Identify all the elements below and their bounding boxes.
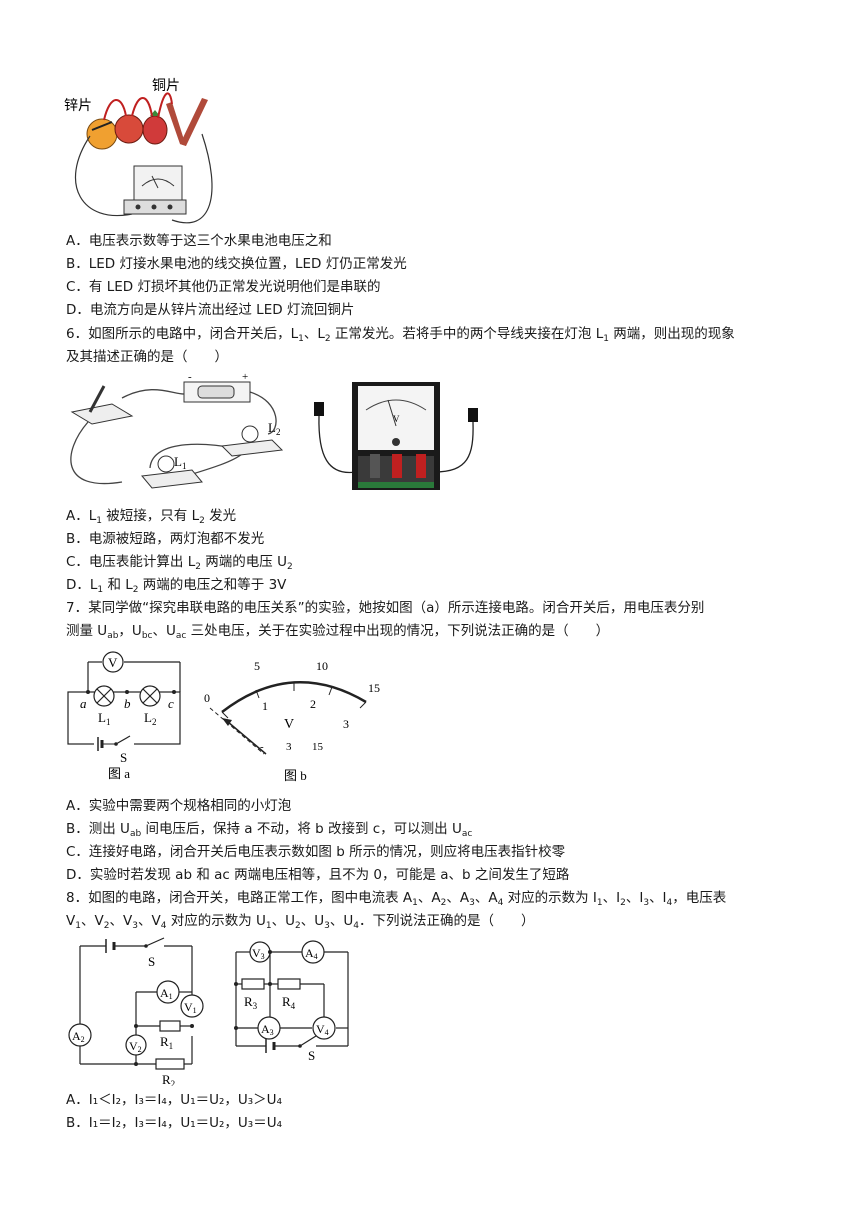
fig-a-l1-label: L1	[98, 710, 110, 727]
scale-bottom-3: 3	[343, 717, 349, 731]
fig-a-point-c: c	[168, 696, 174, 711]
q7-option-c: C．连接好电路，闭合开关后电压表示数如图 b 所示的情况，则应将电压表指针校零	[66, 844, 566, 860]
fig-b-caption: 图 b	[284, 768, 307, 783]
q7-option-d: D．实验时若发现 ab 和 ac 两端电压相等，且不为 0，可能是 a、b 之间…	[66, 867, 570, 883]
q5-option-d: D．电流方向是从锌片流出经过 LED 灯流回铜片	[66, 302, 355, 318]
voltmeter-v-label: V	[393, 414, 400, 424]
fig-a-switch-label: S	[120, 750, 127, 765]
q8-v2-label: V2	[129, 1039, 142, 1054]
q8-circuit-right: V3 A4 R3 R4 A3 V4 S	[234, 940, 349, 1060]
q8-a2-label: A2	[72, 1029, 85, 1044]
battery-plus-label: +	[242, 372, 248, 383]
q8-left-switch-label: S	[148, 954, 155, 969]
scale-top-15: 15	[368, 681, 380, 695]
scale-top-5: 5	[254, 659, 260, 673]
fig-a-l2-label: L2	[144, 710, 156, 727]
q8-a3-label: A3	[261, 1022, 274, 1037]
q8-stem-line1: 8．如图的电路，闭合开关，电路正常工作，图中电流表 A1、A2、A3、A4 对应…	[66, 890, 727, 908]
scale-top-0: 0	[204, 691, 210, 705]
q6-circuit-figure: - + L2 L1	[70, 372, 284, 489]
q6-option-c: C．电压表能计算出 L2 两端的电压 U2	[66, 554, 293, 572]
q8-option-b: B．I₁＝I₂，I₃＝I₄，U₁＝U₂，U₃＝U₄	[66, 1115, 283, 1131]
q6-option-b: B．电源被短路，两灯泡都不发光	[66, 531, 265, 547]
q8-a1-label: A1	[160, 986, 173, 1001]
q7-option-b: B．测出 Uab 间电压后，保持 a 不动，将 b 改接到 c，可以测出 Uac	[66, 821, 473, 839]
q8-option-a: A．I₁＜I₂，I₃＝I₄，U₁＝U₂，U₃＞U₄	[66, 1092, 282, 1108]
q6-stem-line2: 及其描述正确的是（ ）	[66, 349, 228, 365]
q7-stem-line2: 测量 Uab，Ubc、Uac 三处电压，关于在实验过程中出现的情况，下列说法正确…	[66, 623, 610, 641]
fig-a-point-b: b	[124, 696, 131, 711]
q6-option-d: D．L1 和 L2 两端的电压之和等于 3V	[66, 577, 287, 595]
fig-a-point-a: a	[80, 696, 87, 711]
q7-figure-a: V a b c L1 L2 S 图 a	[67, 651, 181, 781]
fig-b-v-label: V	[284, 717, 294, 732]
q7-option-a: A．实验中需要两个规格相同的小灯泡	[66, 798, 292, 814]
scale-top-10: 10	[316, 659, 328, 673]
fruit-battery-figure: 锌片 铜片	[64, 78, 213, 224]
terminal-3: 3	[286, 741, 292, 753]
q8-v3-label: V3	[252, 946, 265, 961]
q7-figure-b: 0 5 10 15 1 2 3 V - 3 15 图 b	[204, 659, 380, 783]
q8-circuit-left: S A1 V1 A2 V2 R1 R2	[68, 937, 204, 1086]
q6-stem-line1: 6．如图所示的电路中，闭合开关后，L1、L2 正常发光。若将手中的两个导线夹接在…	[66, 326, 735, 344]
q8-r1-label: R1	[160, 1034, 173, 1051]
q8-r3-label: R3	[244, 994, 258, 1011]
q5-option-b: B．LED 灯接水果电池的线交换位置，LED 灯仍正常发光	[66, 256, 407, 272]
q8-a4-label: A4	[305, 946, 318, 961]
bulb-l2-label: L2	[268, 420, 280, 437]
q8-r2-label: R2	[162, 1072, 175, 1086]
q8-v1-label: V1	[184, 1000, 197, 1015]
q6-option-a: A．L1 被短接，只有 L2 发光	[66, 508, 237, 526]
q8-right-switch-label: S	[308, 1048, 315, 1060]
battery-minus-label: -	[188, 372, 192, 383]
copper-label: 铜片	[152, 78, 180, 94]
scale-bottom-2: 2	[310, 697, 316, 711]
q5-option-c: C．有 LED 灯损坏其他仍正常发光说明他们是串联的	[66, 279, 381, 295]
zinc-label: 锌片	[64, 98, 92, 114]
q7-stem-line1: 7．某同学做“探究串联电路的电压关系”的实验，她按如图（a）所示连接电路。闭合开…	[66, 600, 705, 616]
terminal-minus: -	[260, 741, 264, 753]
q6-voltmeter-figure: V	[314, 382, 478, 490]
q8-r4-label: R4	[282, 994, 296, 1011]
fig-a-caption: 图 a	[108, 766, 130, 781]
q8-v4-label: V4	[316, 1022, 329, 1037]
scale-bottom-1: 1	[262, 699, 268, 713]
bulb-l1-label: L1	[174, 454, 186, 471]
terminal-15: 15	[312, 741, 324, 753]
q8-stem-line2: V1、V2、V3、V4 对应的示数为 U1、U2、U3、U4．下列说法正确的是（…	[66, 913, 535, 931]
fig-a-voltmeter-label: V	[108, 655, 118, 670]
q5-option-a: A．电压表示数等于这三个水果电池电压之和	[66, 233, 332, 249]
